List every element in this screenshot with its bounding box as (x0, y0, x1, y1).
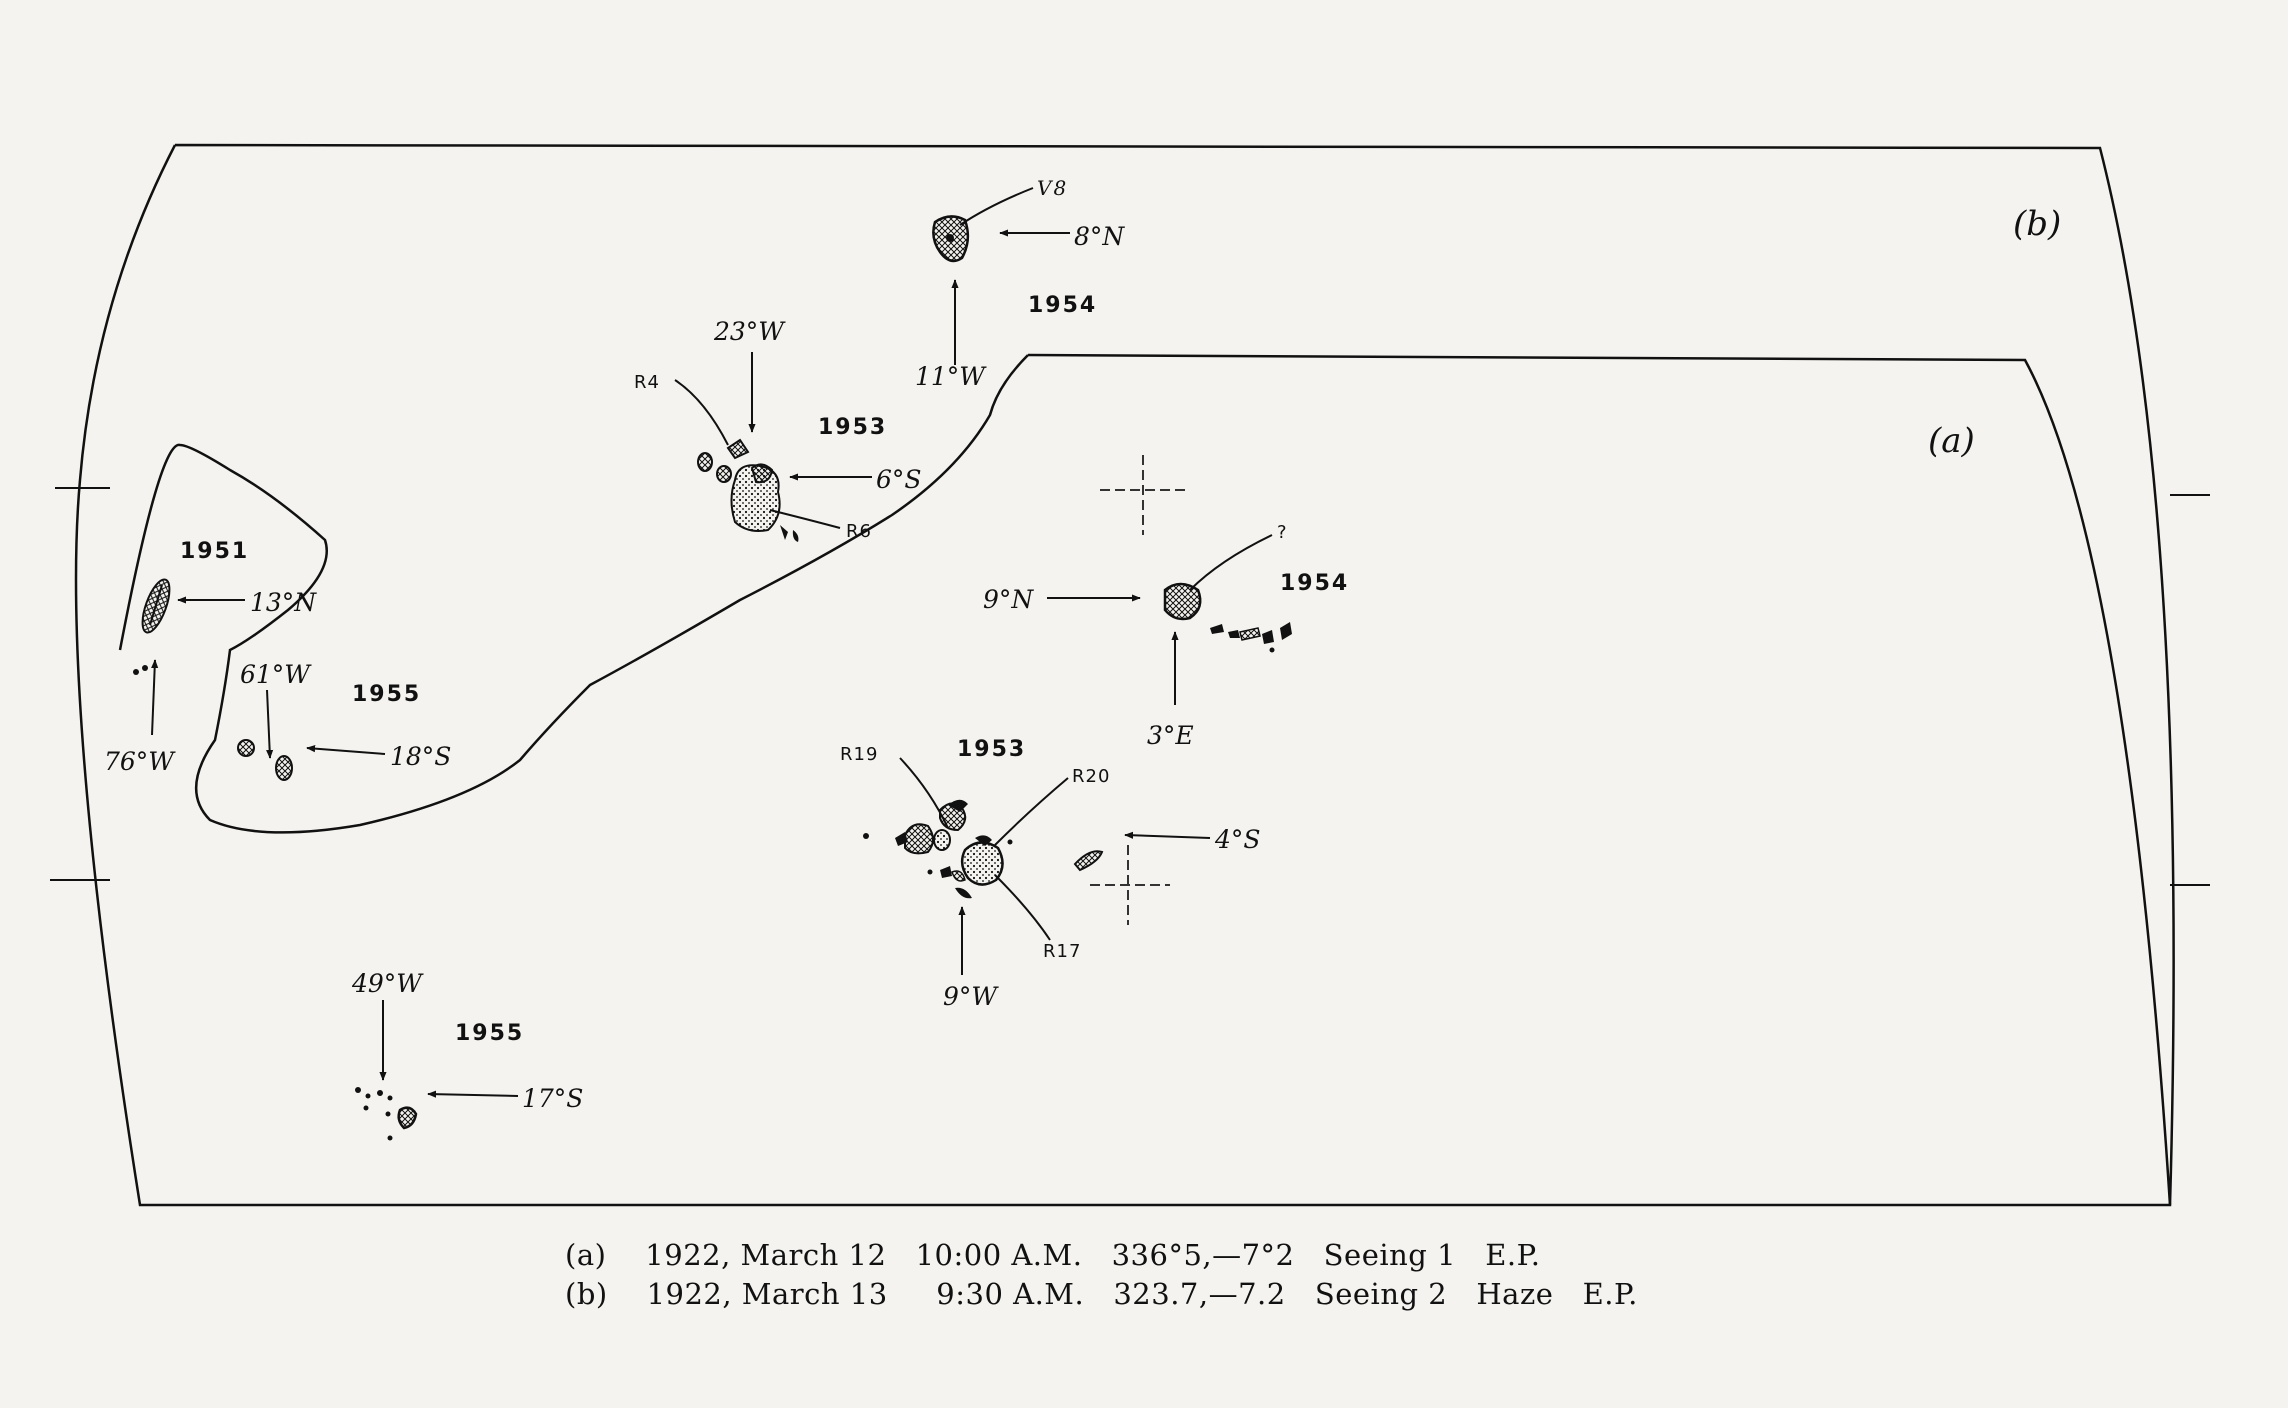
tag-R6: R6 (846, 521, 872, 542)
tag-R17: R17 (1043, 941, 1081, 962)
group-1951-label: 1951 (180, 539, 249, 564)
caption-line-b: (b) 1922, March 13 9:30 A.M. 323.7,—7.2 … (565, 1277, 1638, 1311)
tag-R20: R20 (1072, 766, 1110, 787)
coord-18S: 18°S (390, 742, 451, 771)
coord-9N: 9°N (983, 585, 1034, 614)
tag-R19: R19 (840, 744, 878, 765)
group-1954-a-label: 1954 (1280, 571, 1349, 596)
arrow-61W (266, 689, 274, 759)
leader-unknown (1189, 534, 1273, 591)
coord-76W: 76°W (104, 747, 176, 776)
arrow-4S (1124, 831, 1211, 839)
coord-61W: 61°W (240, 660, 312, 689)
spot-group-1953-a (863, 799, 1104, 899)
coord-4S: 4°S (1214, 825, 1261, 854)
coord-17S: 17°S (522, 1084, 583, 1113)
crosshair-upper (1100, 455, 1190, 535)
spot-1951 (133, 578, 171, 675)
leader-V8 (959, 187, 1034, 226)
leader-R6 (769, 509, 841, 529)
tag-unknown: ? (1277, 522, 1288, 543)
arrow-17S (427, 1090, 519, 1098)
coord-23W: 23°W (713, 317, 786, 346)
group-1954-b-label: 1954 (1028, 293, 1097, 318)
group-1955-bottom-label: 1955 (455, 1021, 524, 1046)
tag-V8: V8 (1037, 176, 1068, 200)
coord-8N: 8°N (1074, 222, 1125, 251)
coord-11W: 11°W (915, 362, 987, 391)
leader-R20 (994, 777, 1069, 846)
group-1953-a-label: 1953 (957, 737, 1026, 762)
caption-line-a: (a) 1922, March 12 10:00 A.M. 336°5,—7°2… (565, 1238, 1541, 1272)
coord-9W: 9°W (943, 982, 999, 1011)
crosshair-lower (1090, 845, 1170, 925)
spot-1954-a (1163, 582, 1292, 653)
coord-6S: 6°S (876, 465, 922, 494)
arrow-76W (151, 659, 159, 736)
arrow-18S (306, 745, 386, 755)
leader-R17 (994, 874, 1051, 941)
spot-1955-top (237, 739, 293, 781)
leader-R4 (674, 379, 729, 446)
coord-49W: 49°W (351, 969, 424, 998)
frame-a (74, 143, 2175, 1207)
tag-R4: R4 (634, 372, 660, 393)
frame-b-boundary (118, 354, 1029, 834)
group-1955-top-label: 1955 (352, 682, 421, 707)
panel-a-label: (a) (1928, 421, 1975, 461)
frame-b-right (1027, 353, 2172, 1206)
spot-group-1955-bottom (355, 1087, 418, 1141)
coord-3E: 3°E (1147, 721, 1194, 750)
coord-13N: 13°N (250, 588, 317, 617)
spot-group-1953-b (697, 438, 799, 542)
panel-b-label: (b) (2013, 204, 2061, 244)
spot-1954-b (932, 215, 970, 263)
group-1953-b-label: 1953 (818, 415, 887, 440)
